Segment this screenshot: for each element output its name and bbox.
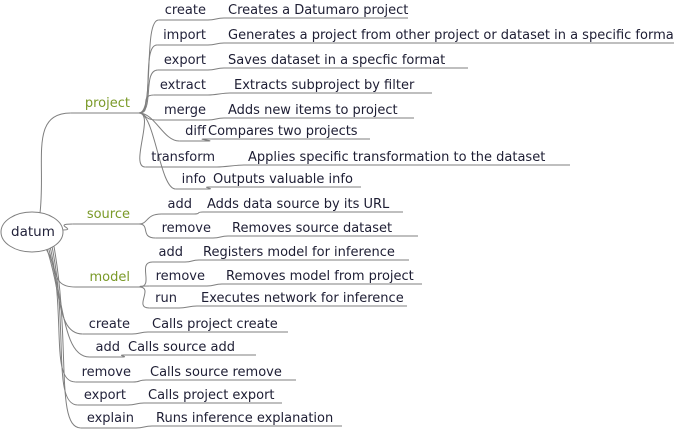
underline-wire-12 [149, 305, 407, 309]
branch-wire-model-1 [138, 285, 150, 288]
category-label-source[interactable]: source [86, 207, 130, 222]
command-label-remove-9[interactable]: remove [161, 221, 211, 236]
underline-wire-7 [175, 186, 361, 190]
underline-wire-11 [149, 283, 422, 287]
underline-wire-4 [157, 117, 414, 121]
command-description-0[interactable]: Creates a Datumaro project [228, 3, 409, 18]
command-label-export-2[interactable]: export [163, 53, 206, 68]
command-description-1[interactable]: Generates a project from other project o… [228, 28, 674, 43]
underline-wire-2 [157, 67, 468, 71]
command-description-7[interactable]: Outputs valuable info [213, 172, 353, 187]
command-label-export-16[interactable]: export [83, 388, 126, 403]
command-label-run-12[interactable]: run [155, 291, 177, 306]
command-label-create-0[interactable]: create [164, 3, 206, 18]
category-label-project[interactable]: project [84, 96, 130, 111]
command-description-16[interactable]: Calls project export [148, 388, 275, 403]
command-description-5[interactable]: Compares two projects [208, 124, 358, 139]
command-label-info-7[interactable]: info [181, 172, 206, 187]
underline-wire-9 [155, 235, 418, 239]
command-description-8[interactable]: Adds data source by its URL [207, 197, 390, 212]
command-description-12[interactable]: Executes network for inference [201, 291, 404, 306]
command-label-merge-4[interactable]: merge [163, 103, 206, 118]
command-label-extract-3[interactable]: extract [159, 78, 206, 93]
command-description-2[interactable]: Saves dataset in a specfic format [228, 53, 446, 68]
command-label-explain-17[interactable]: explain [86, 411, 134, 426]
underline-wire-17 [80, 425, 342, 429]
underline-wire-16 [77, 402, 282, 406]
underline-wire-13 [82, 331, 288, 335]
root-branch-shortcut-remove [49, 245, 76, 383]
command-description-9[interactable]: Removes source dataset [232, 221, 393, 236]
root-branch-source [61, 223, 73, 231]
command-description-3[interactable]: Extracts subproject by filter [234, 78, 415, 93]
command-label-transform-6[interactable]: transform [151, 150, 215, 165]
command-label-add-8[interactable]: add [167, 197, 192, 212]
underline-wire-1 [157, 42, 674, 46]
command-label-add-10[interactable]: add [158, 245, 183, 260]
command-label-create-13[interactable]: create [88, 317, 130, 332]
underline-wire-8 [161, 211, 403, 215]
underline-wire-14 [89, 354, 256, 358]
command-description-17[interactable]: Runs inference explanation [156, 411, 334, 426]
command-label-remove-15[interactable]: remove [81, 365, 131, 380]
underline-wire-5 [179, 138, 370, 142]
command-description-11[interactable]: Removes model from project [226, 269, 414, 284]
command-description-4[interactable]: Adds new items to project [228, 103, 398, 118]
command-description-10[interactable]: Registers model for inference [203, 245, 395, 260]
root-node-label: datum [11, 224, 55, 240]
underline-wire-6 [145, 164, 570, 168]
command-description-14[interactable]: Calls source add [128, 340, 235, 355]
command-label-diff-5[interactable]: diff [185, 124, 206, 139]
underline-wire-15 [75, 379, 296, 383]
command-label-add-14[interactable]: add [95, 340, 120, 355]
category-label-model[interactable]: model [89, 270, 130, 285]
underline-wire-10 [152, 259, 409, 263]
underline-wire-0 [158, 17, 408, 21]
command-description-6[interactable]: Applies specific transformation to the d… [248, 150, 546, 165]
command-description-15[interactable]: Calls source remove [150, 365, 282, 380]
command-label-remove-11[interactable]: remove [155, 269, 205, 284]
underline-wire-3 [153, 92, 432, 96]
command-description-13[interactable]: Calls project create [152, 317, 278, 332]
root-branch-project [39, 112, 71, 214]
command-label-import-1[interactable]: import [163, 28, 206, 43]
